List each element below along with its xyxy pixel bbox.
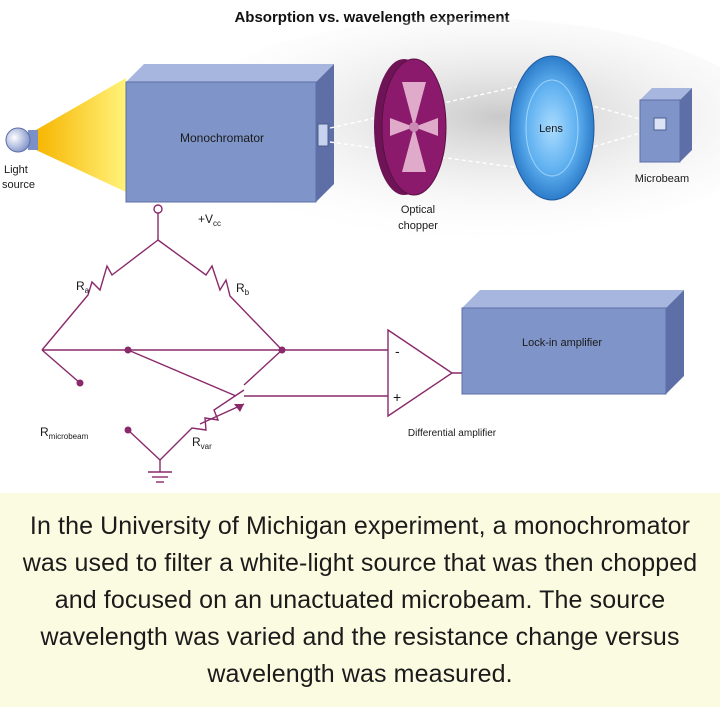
monochromator-box (125, 64, 334, 203)
vcc-label: +Vcc (198, 212, 221, 228)
amp-minus-label: - (395, 343, 400, 359)
microbeam-label: Microbeam (635, 173, 689, 185)
rmicrobeam-label: Rmicrobeam (40, 425, 89, 441)
caption-text: In the University of Michigan experiment… (22, 511, 698, 688)
microbeam-box (639, 88, 692, 163)
ra-label: Ra (76, 279, 90, 295)
circuit-nodes (76, 346, 500, 434)
amp-plus-label: + (393, 389, 401, 405)
caption-panel: In the University of Michigan experiment… (0, 493, 720, 707)
rb-label: Rb (236, 281, 250, 297)
lockin-amplifier-label: Lock-in amplifier (522, 337, 602, 349)
rvar-label: Rvar (192, 435, 212, 451)
monochromator-label: Monochromator (180, 131, 264, 145)
differential-amplifier-label: Differential amplifier (408, 428, 497, 439)
lockin-amplifier-box (461, 290, 684, 395)
light-source-label-1: Light (4, 164, 28, 176)
experiment-diagram: Absorption vs. wavelength experiment Lig… (2, 9, 720, 483)
bridge-circuit (41, 204, 496, 483)
optical-chopper-label-1: Optical (401, 204, 435, 216)
light-beam (36, 78, 126, 192)
rvar-arrow-icon (234, 404, 244, 412)
optical-chopper (374, 58, 447, 196)
differential-amplifier (387, 328, 454, 418)
lens-label: Lens (539, 123, 563, 135)
light-source-icon (5, 127, 38, 153)
optical-chopper-label-2: chopper (398, 220, 438, 232)
light-source-label-2: source (2, 179, 35, 191)
lens (509, 55, 595, 201)
